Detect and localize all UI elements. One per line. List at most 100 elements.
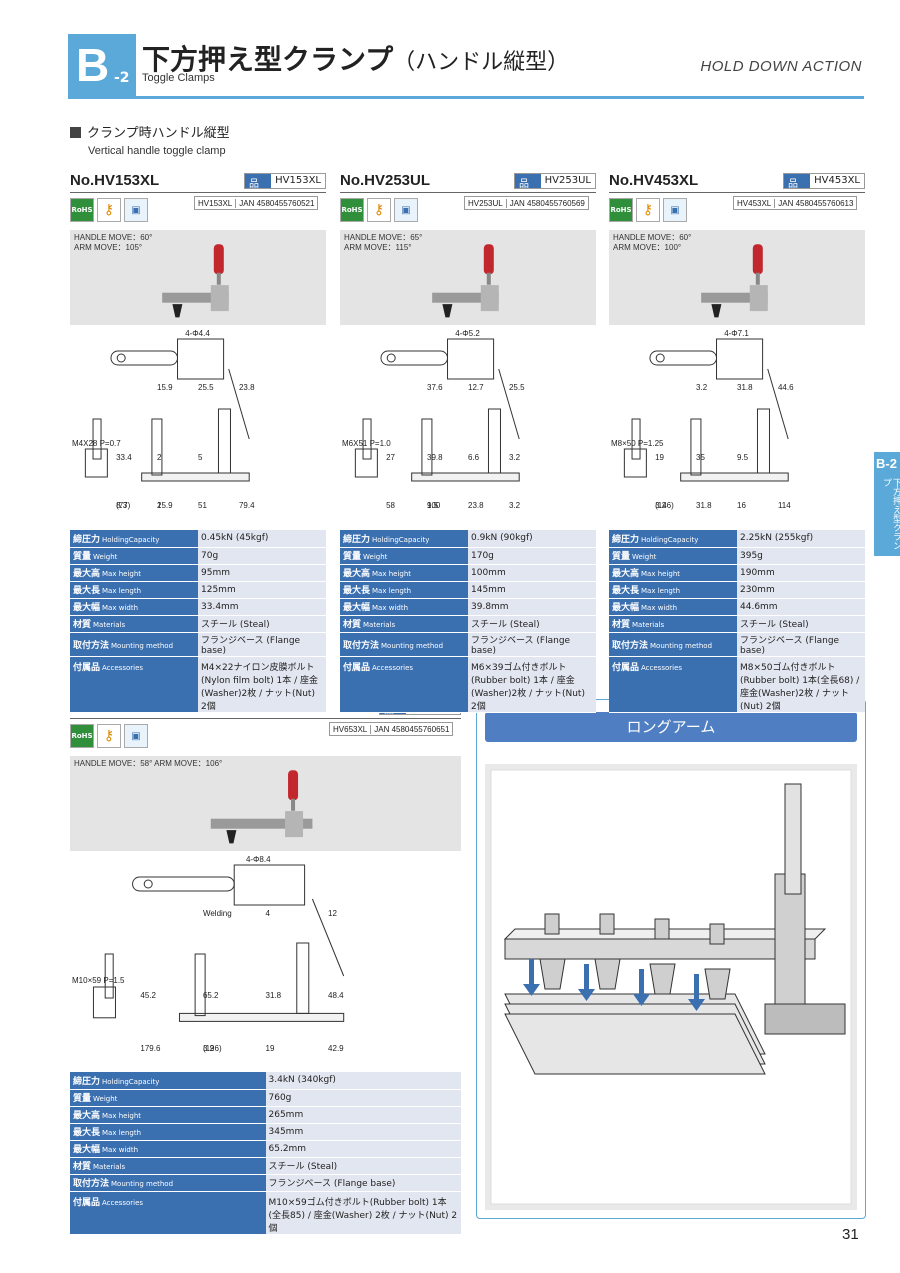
dimension-label: 33.4 [116,453,132,462]
jan-number: JAN 4580455760521 [239,198,315,208]
spec-key-en: Materials [93,621,126,629]
ce-icon: ▣ [124,724,148,748]
spec-key-jp: 最大長 [73,1128,101,1138]
spec-value: 170g [468,547,596,565]
dimension-label: 2 [157,453,162,462]
spec-key-jp: 最大高 [343,569,371,579]
product-photo: HANDLE MOVE：65° ARM MOVE：115° [340,230,596,325]
spec-key-jp: 材質 [343,620,362,630]
dimension-label: 3.2 [696,383,708,392]
product-block: No.HV153XL 品番 HV153XL RoHS ⚷ ▣ HV153XL J… [70,172,326,692]
product-block: No.HV253UL 品番 HV253UL RoHS ⚷ ▣ HV253UL J… [340,172,596,692]
drawing-svg [84,338,250,482]
dimension-label: 6.6 [468,453,480,462]
dimension-label: 8.3 [116,501,128,510]
wrench-icon: ⚷ [97,724,121,748]
dimension-label: 9.5 [427,501,439,510]
move-angles: HANDLE MOVE：60° ARM MOVE：105° [74,233,153,252]
spec-key-jp: 締圧力 [343,534,371,545]
spec-key-en: Max width [102,1146,139,1154]
product-underline [70,192,326,193]
spec-value: 230mm [737,581,865,599]
spec-value: M8×50ゴム付きボルト(Rubber bolt) 1本(全長68) / 座金(… [737,656,865,713]
code-value: HV153XL [271,174,325,188]
title-paren: （ハンドル縦型） [393,50,570,75]
spec-key-en: Materials [93,1163,126,1171]
jan-code: HV453XL JAN 4580455760613 [733,196,858,210]
spec-key-en: Max length [102,587,142,595]
spec-value: スチール (Steal) [265,1157,461,1175]
move-angles: HANDLE MOVE：65° ARM MOVE：115° [344,233,423,252]
spec-value: 44.6mm [737,598,865,616]
spec-key-jp: 付属品 [343,662,371,673]
spec-value: 345mm [265,1123,461,1141]
long-arm-illustration [485,764,857,1210]
jan-model: HV153XL [195,198,237,208]
spec-key-en: Max length [372,587,412,595]
spec-key-en: Weight [363,553,388,561]
spec-value: M6×39ゴム付きボルト(Rubber bolt) 1本 / 座金(Washer… [468,656,596,713]
spec-key-jp: 付属品 [612,662,640,673]
spec-value: フランジベース (Flange base) [265,1174,461,1192]
product-underline [609,192,865,193]
spec-key-jp: 取付方法 [343,640,380,651]
jan-code: HV253UL JAN 4580455760569 [464,196,589,210]
product-code: 品番 HV153XL [244,173,326,205]
product-photo: HANDLE MOVE：58° ARM MOVE：106° [70,756,461,851]
cert-icons: RoHS ⚷ ▣ [70,724,148,748]
wrench-icon: ⚷ [97,198,121,222]
product-underline [70,718,461,719]
spec-key-jp: 付属品 [73,1197,101,1208]
drawing-svg [92,864,345,1022]
product-code: 品番 HV453XL [783,173,865,205]
spec-key-jp: 最大幅 [343,603,371,613]
spec-value: 125mm [198,581,326,599]
dimension-label: 48.4 [328,991,344,1001]
spec-key-en: Mounting method [650,641,713,650]
dimension-label: 31.8 [265,991,282,1001]
hold-down-label: HOLD DOWN ACTION [700,58,862,75]
rohs-icon: RoHS [609,198,633,222]
spec-key-jp: 最大高 [73,1111,101,1121]
spec-key-jp: 取付方法 [73,1179,110,1189]
spec-key-en: Max length [102,1129,142,1137]
dimension-label: 179.6 [140,1044,161,1054]
dimension-label: 3.2 [655,501,667,510]
dimension-label: 65.2 [202,991,219,1001]
spec-key-jp: 取付方法 [612,640,649,651]
dimension-label: 79.4 [238,501,255,510]
dimension-label: 25.5 [508,383,525,392]
spec-value: 95mm [198,564,326,582]
ce-icon: ▣ [124,198,148,222]
spec-key-en: Mounting method [111,1180,174,1188]
spec-value: 70g [198,547,326,565]
section-sub: -2 [114,70,130,86]
side-tab[interactable]: B-2 下方押え型クランプ [874,452,900,556]
